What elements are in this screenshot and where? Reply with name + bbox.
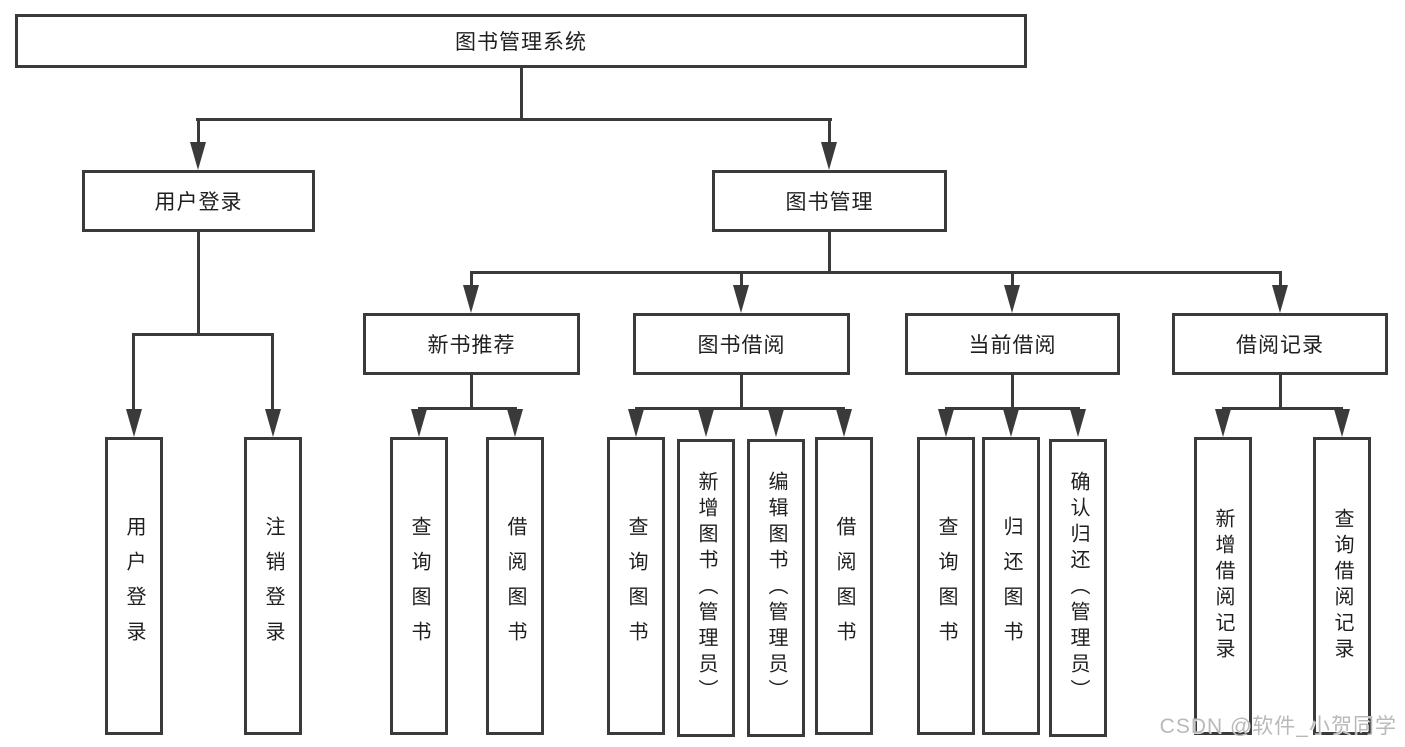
- node-root: 图书管理系统: [15, 14, 1027, 68]
- connector-drop-current-borrow: [1011, 271, 1014, 287]
- arrow-into-confirm-return: [1070, 409, 1086, 437]
- arrow-into-current-borrow: [1004, 285, 1020, 313]
- node-current-borrow: 当前借阅: [905, 313, 1120, 375]
- connector-user-login-stem: [197, 232, 200, 336]
- leaf-logout: 注销登录: [244, 437, 302, 735]
- arrow-into-logout-leaf: [265, 409, 281, 437]
- arrow-into-borrow-book-1: [507, 409, 523, 437]
- leaf-add-book-admin: 新增图书（管理员）: [677, 439, 735, 737]
- connector-book-borrow-stem: [740, 375, 743, 410]
- arrow-into-return-book: [1003, 409, 1019, 437]
- connector-new-book-bar: [418, 407, 517, 410]
- leaf-query-book-1: 查询图书: [390, 437, 448, 735]
- connector-drop-book-management: [828, 118, 831, 144]
- arrow-into-query-book-2: [628, 409, 644, 437]
- arrow-into-add-borrow-record: [1215, 409, 1231, 437]
- csdn-watermark: CSDN @软件_小贺同学: [1159, 715, 1397, 738]
- connector-level2-bar: [196, 118, 832, 121]
- connector-user-login-bar: [132, 333, 274, 336]
- node-borrow-records: 借阅记录: [1172, 313, 1388, 375]
- connector-root-stem: [520, 67, 523, 120]
- leaf-confirm-return-admin: 确认归还（管理员）: [1049, 439, 1107, 737]
- connector-borrow-records-bar: [1222, 407, 1343, 410]
- arrow-into-query-book-3: [938, 409, 954, 437]
- leaf-query-book-2: 查询图书: [607, 437, 665, 735]
- connector-drop-user-login: [197, 118, 200, 144]
- leaf-query-borrow-record: 查询借阅记录: [1313, 437, 1371, 735]
- arrow-into-login-leaf: [126, 409, 142, 437]
- node-book-borrow: 图书借阅: [633, 313, 850, 375]
- connector-book-management-stem: [828, 232, 831, 274]
- leaf-return-book: 归还图书: [982, 437, 1040, 735]
- arrow-into-book-borrow: [733, 285, 749, 313]
- arrow-into-borrow-records: [1272, 285, 1288, 313]
- leaf-user-login: 用户登录: [105, 437, 163, 735]
- arrow-into-borrow-book-2: [836, 409, 852, 437]
- arrow-into-query-borrow-record: [1334, 409, 1350, 437]
- arrow-into-user-login: [190, 142, 206, 170]
- arrow-into-book-management: [821, 142, 837, 170]
- connector-book-borrow-bar: [635, 407, 845, 410]
- connector-drop-logout-leaf: [271, 333, 274, 411]
- connector-drop-book-borrow: [740, 271, 743, 287]
- arrow-into-new-book: [463, 285, 479, 313]
- connector-borrow-records-stem: [1279, 375, 1282, 410]
- leaf-borrow-book-1: 借阅图书: [486, 437, 544, 735]
- connector-current-borrow-stem: [1011, 375, 1014, 410]
- connector-drop-login-leaf: [132, 333, 135, 411]
- connector-drop-borrow-records: [1279, 271, 1282, 287]
- leaf-add-borrow-record: 新增借阅记录: [1194, 437, 1252, 735]
- arrow-into-query-book-1: [411, 409, 427, 437]
- arrow-into-edit-book: [768, 409, 784, 437]
- connector-drop-new-book: [470, 271, 473, 287]
- connector-level3-bar: [470, 271, 1281, 274]
- node-user-login: 用户登录: [82, 170, 315, 232]
- connector-new-book-stem: [470, 375, 473, 410]
- leaf-query-book-3: 查询图书: [917, 437, 975, 735]
- leaf-edit-book-admin: 编辑图书（管理员）: [747, 439, 805, 737]
- leaf-borrow-book-2: 借阅图书: [815, 437, 873, 735]
- connector-current-borrow-bar: [945, 407, 1080, 410]
- node-new-book-recommend: 新书推荐: [363, 313, 580, 375]
- node-book-management: 图书管理: [712, 170, 947, 232]
- arrow-into-add-book: [698, 409, 714, 437]
